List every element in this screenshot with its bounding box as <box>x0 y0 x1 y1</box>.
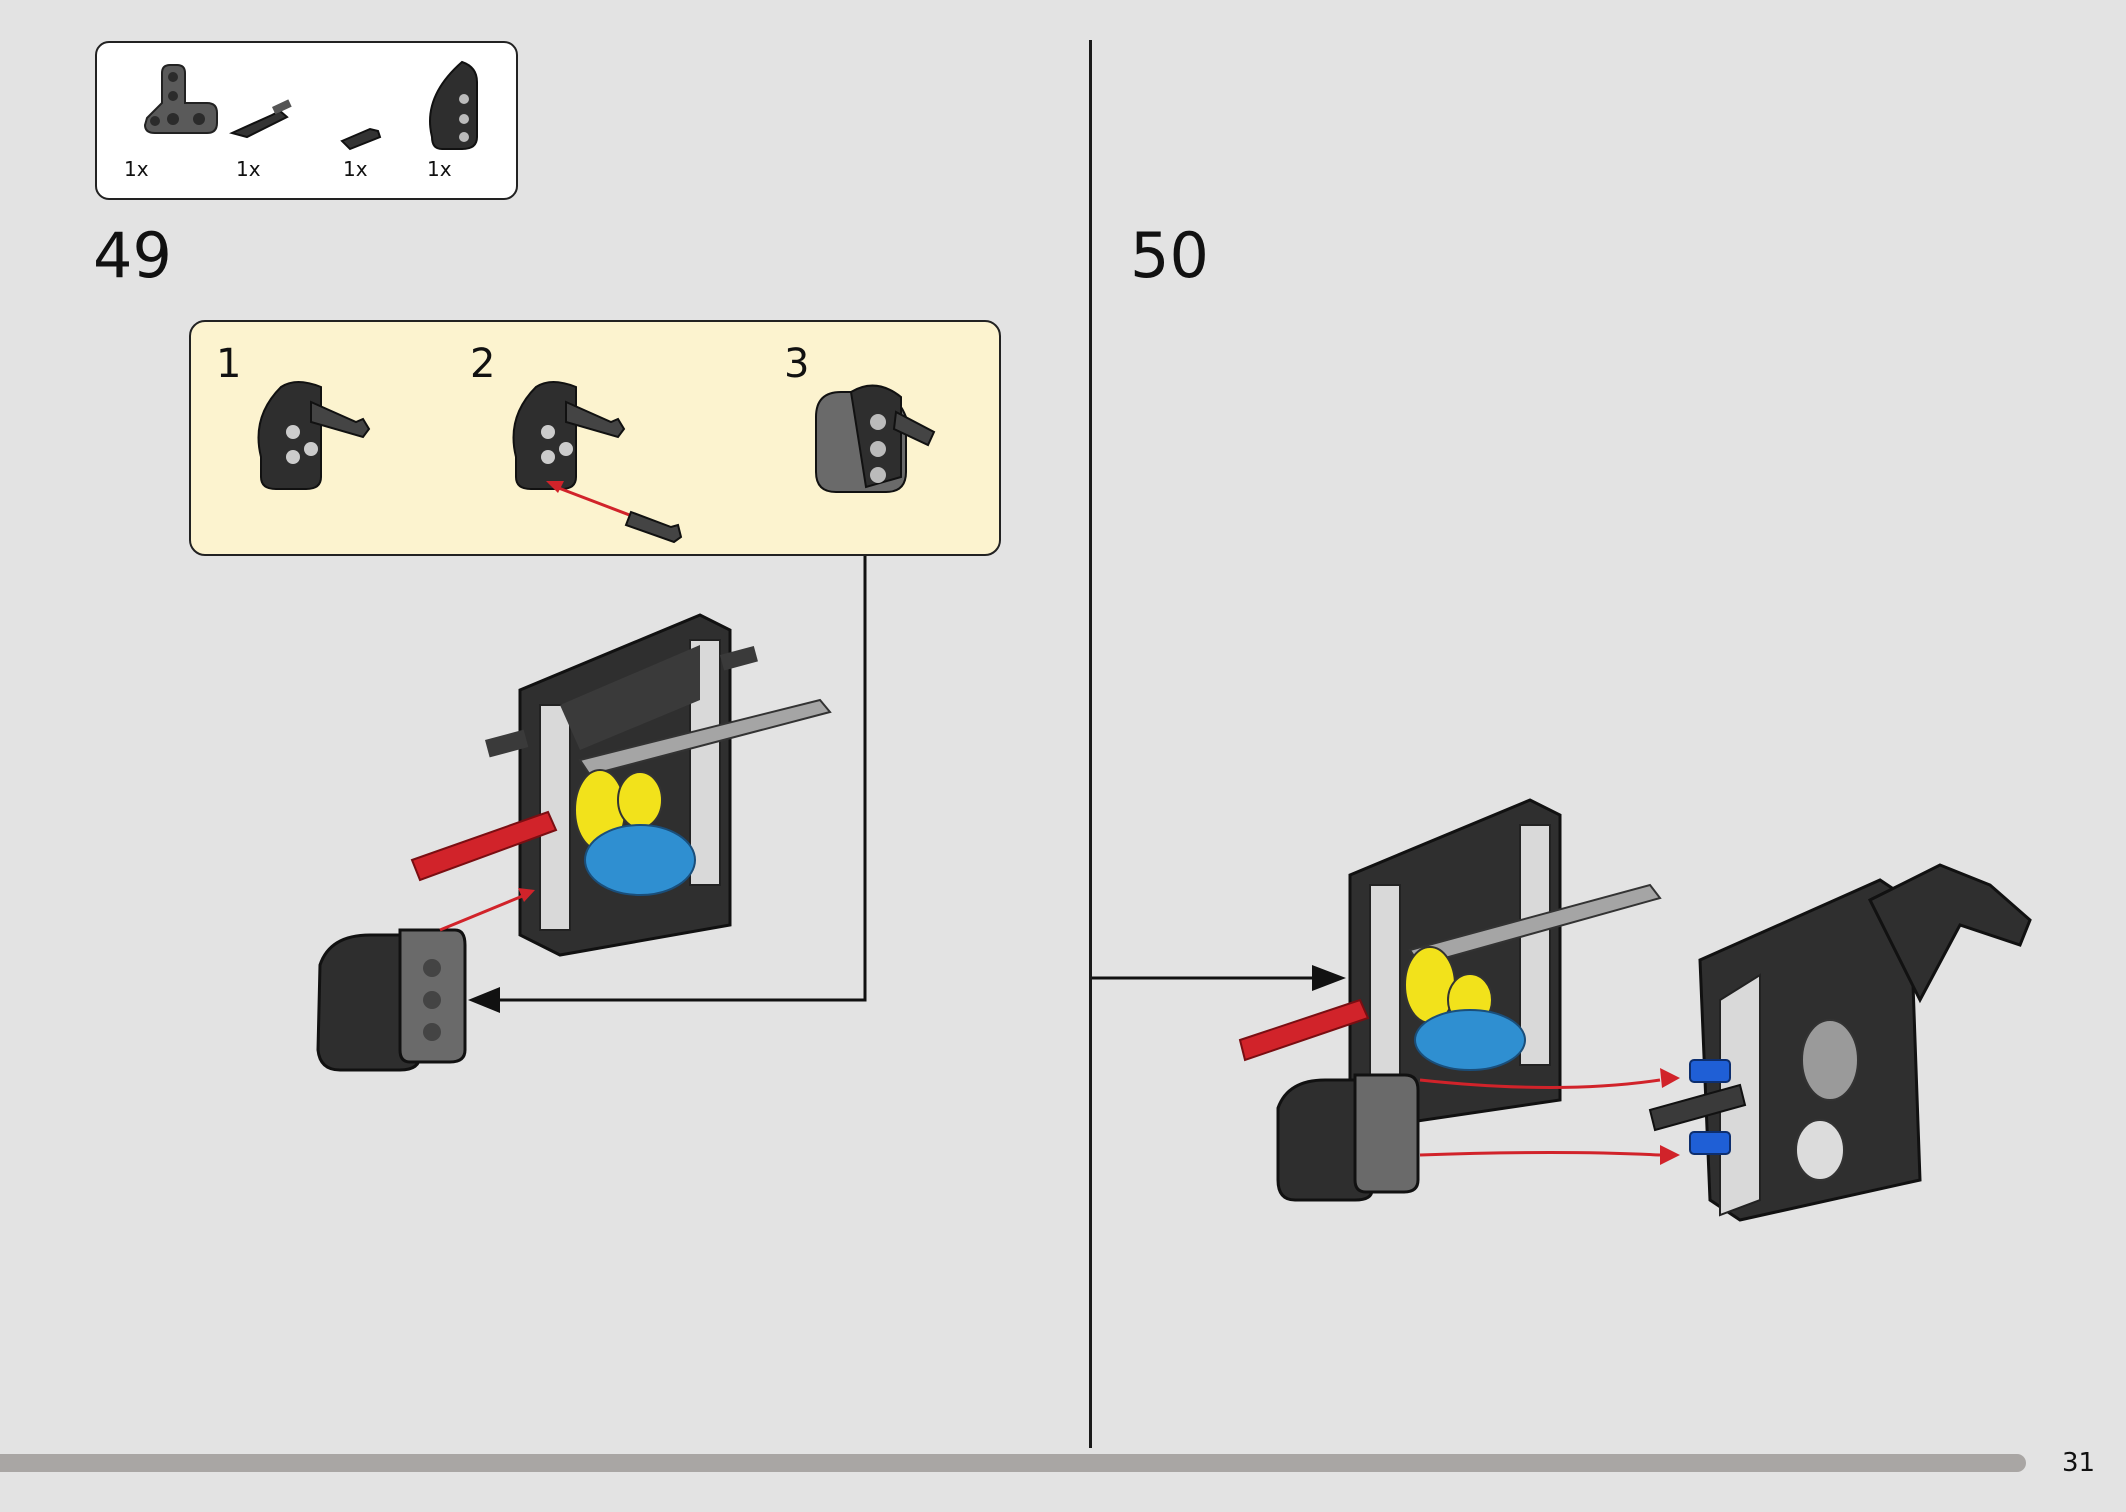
liftarm-frame-assembly <box>410 613 832 957</box>
substep-number: 3 <box>784 341 810 387</box>
part-quantity: 1x <box>124 157 149 181</box>
parts-list-box: 1x 1x 1x 1x <box>95 41 518 200</box>
substep-illustrations <box>257 381 936 544</box>
substep-number: 1 <box>216 341 242 387</box>
part-quantity: 1x <box>427 157 452 181</box>
page-number: 31 <box>2062 1448 2096 1478</box>
substep-2-assembly-icon <box>512 381 683 544</box>
connector-arrow-icon <box>1312 965 1346 991</box>
step-number-49: 49 <box>93 219 172 292</box>
frame-assembly <box>1238 798 1662 1202</box>
curved-liftarm-icon <box>429 60 478 150</box>
page-divider <box>1089 40 1092 1448</box>
curved-liftarm-subassembly <box>316 888 535 1072</box>
blue-pin-icon <box>1689 1059 1731 1083</box>
connector-arrow-icon <box>468 987 500 1013</box>
subassembly-callout: 1 2 3 <box>189 320 1001 556</box>
part-quantity: 1x <box>343 157 368 181</box>
red-assembly-arrows <box>1419 1068 1680 1165</box>
step-number-50: 50 <box>1130 219 1209 292</box>
axle-pin-icon <box>229 99 292 139</box>
callout-connector-line <box>490 556 867 1002</box>
part-quantity: 1x <box>236 157 261 181</box>
connector-pin-icon <box>340 127 382 151</box>
progress-bar <box>0 1454 2026 1472</box>
substep-3-assembly-icon <box>815 384 936 493</box>
beam-bracket-assembly <box>1648 863 2032 1222</box>
parts-list-illustrations <box>143 60 478 151</box>
t-beam-icon <box>143 64 218 134</box>
substep-number: 2 <box>470 341 496 387</box>
substep-1-assembly-icon <box>257 381 371 490</box>
blue-pin-icon <box>1689 1131 1731 1155</box>
